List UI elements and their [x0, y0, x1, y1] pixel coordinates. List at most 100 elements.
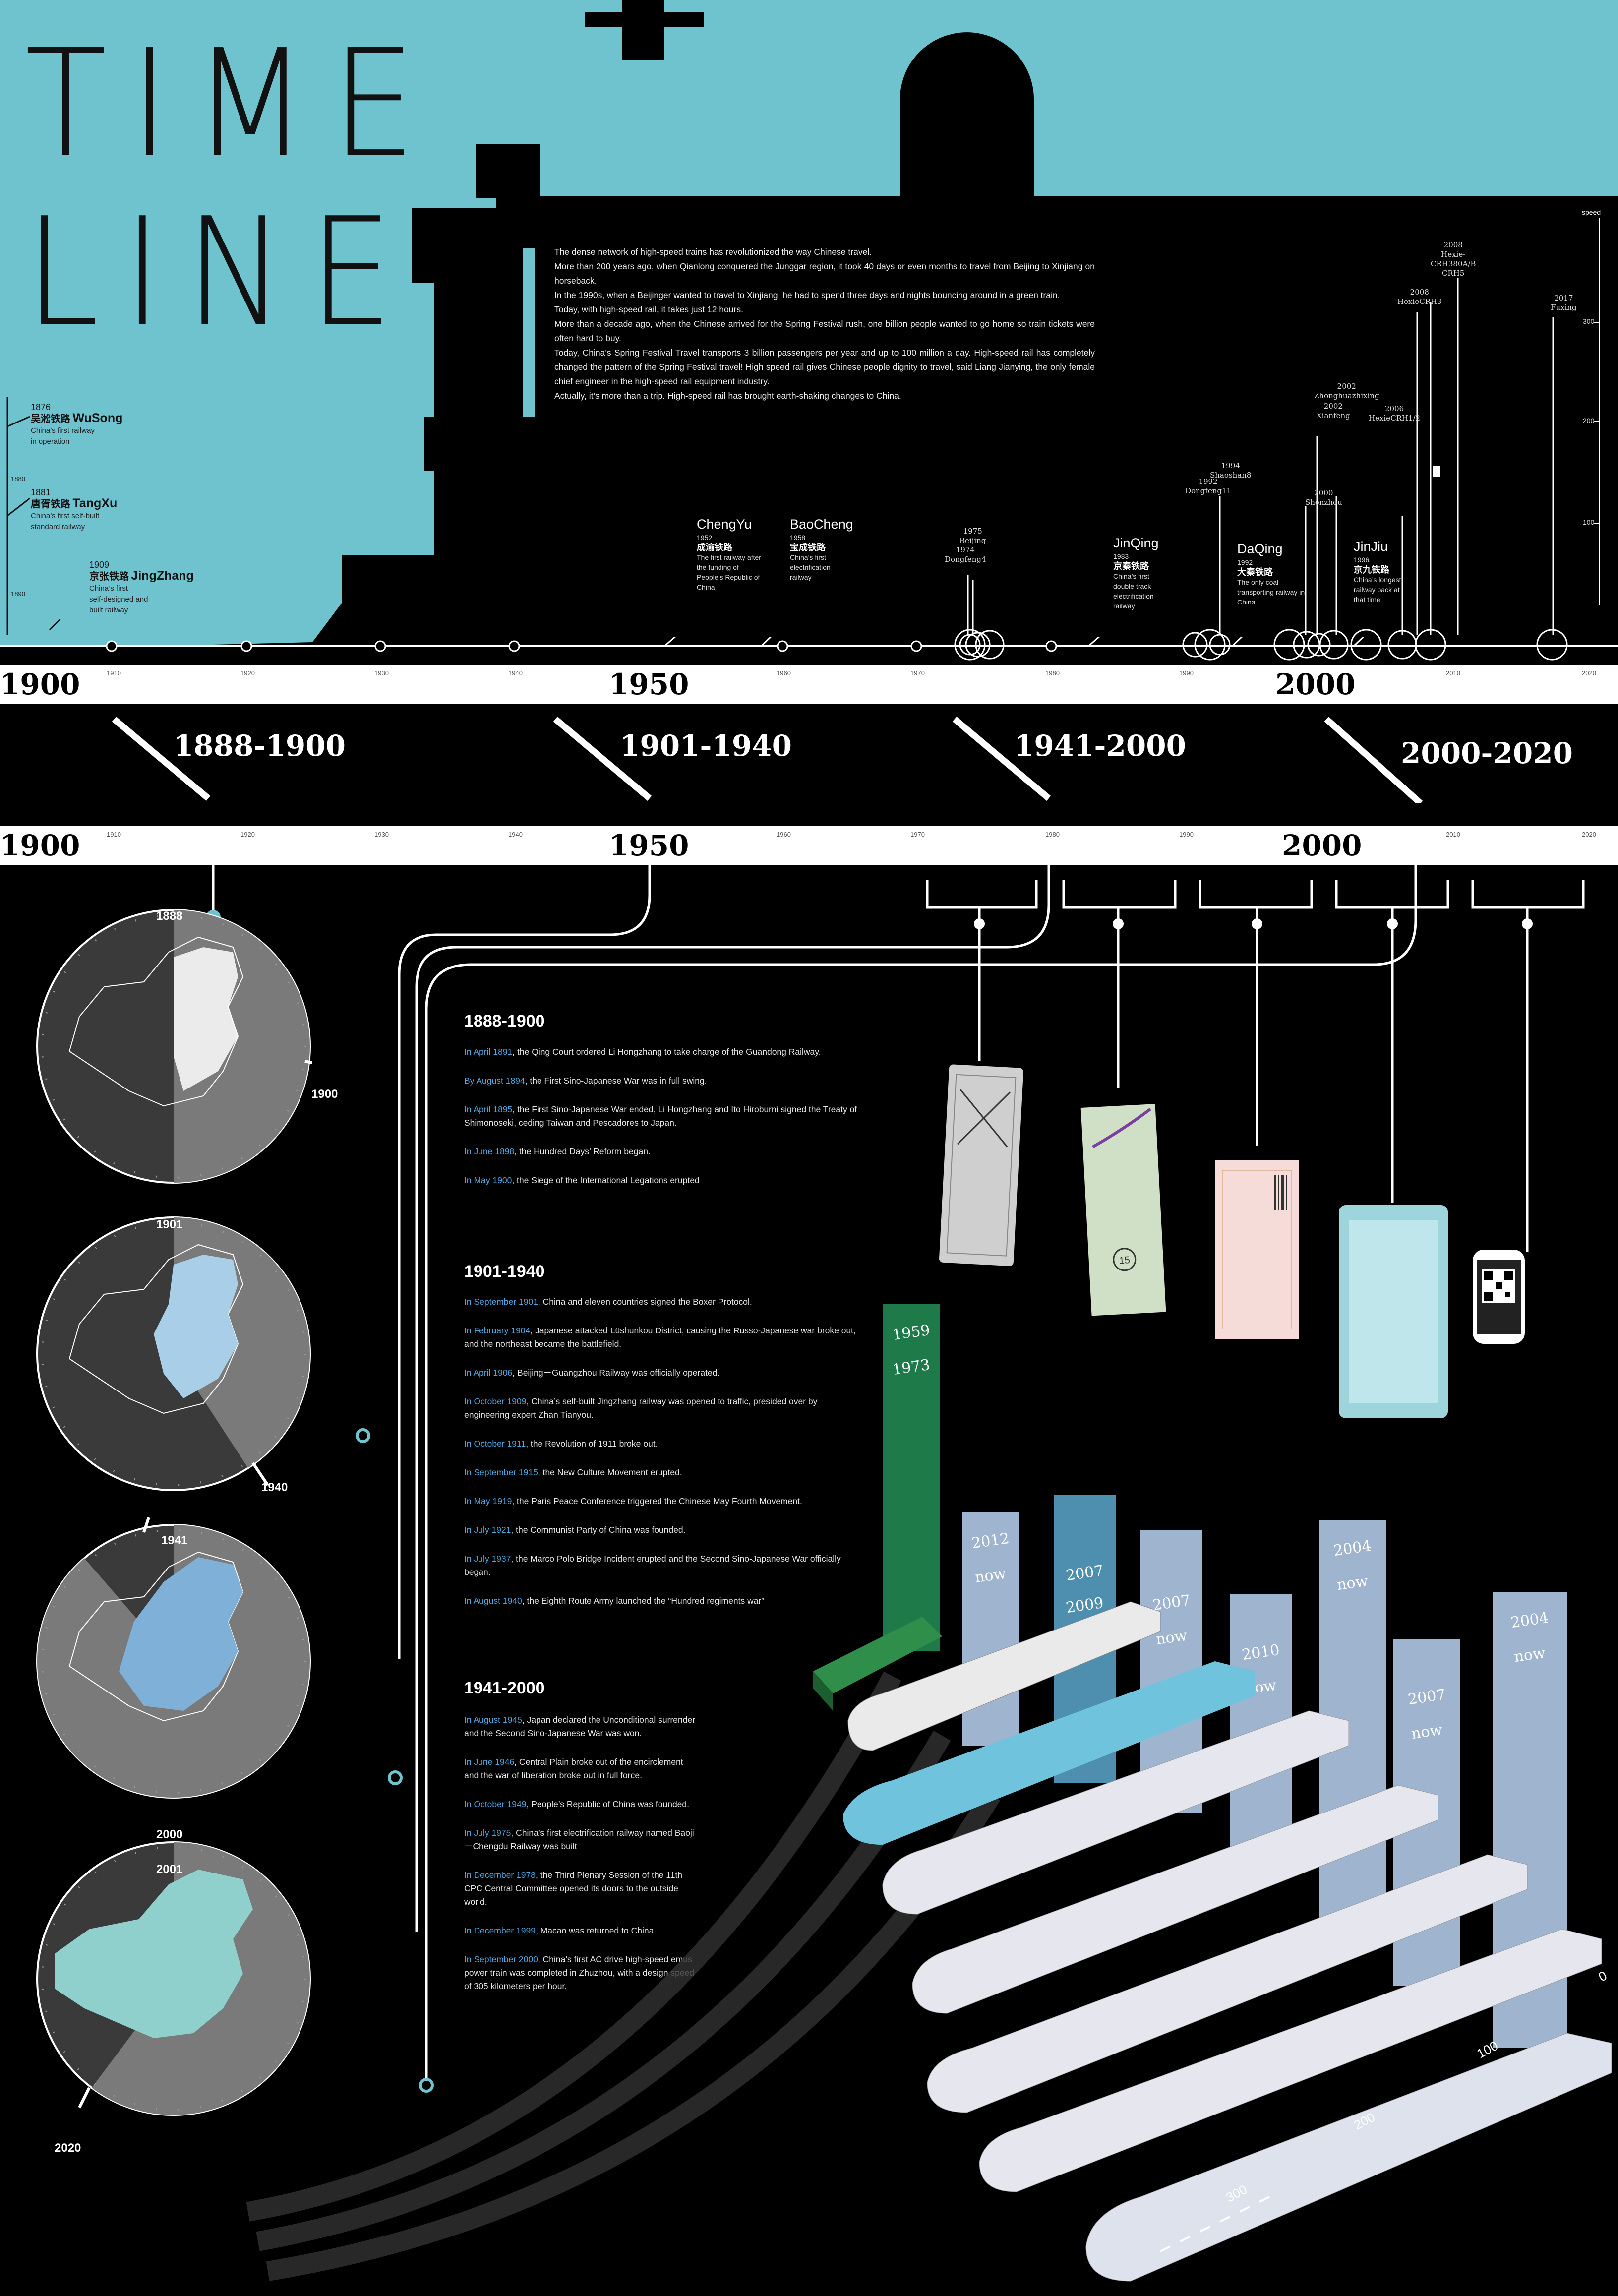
timebar-tick: 1910: [107, 831, 121, 838]
early-en: JingZhang: [131, 569, 194, 583]
timebar-tick: 1970: [910, 831, 925, 838]
milestone-desc: China’s first: [1113, 572, 1149, 580]
milestone-daqing: DaQing 1992 大秦铁路 The only coal transport…: [1237, 541, 1305, 607]
timebar-tick: 1930: [374, 831, 389, 838]
white-train-icon: [979, 1929, 1602, 2192]
clock-start-label: 1901: [156, 1218, 183, 1231]
event-date: In December 1978: [464, 1870, 536, 1880]
milestone-year: 1992: [1237, 558, 1253, 566]
train-column-1: 1959 1973: [883, 1304, 940, 1651]
steam-train-silhouette-icon: [0, 0, 1618, 655]
milestone-year: 1958: [790, 534, 806, 542]
event-text: , the Eighth Route Army launched the “Hu…: [522, 1596, 765, 1606]
event-item: In December 1999, Macao was returned to …: [464, 1924, 697, 1937]
timebar-tick: 1940: [508, 669, 523, 677]
event-item: In February 1904, Japanese attacked Lüsh…: [464, 1324, 861, 1351]
early-en: TangXu: [72, 496, 118, 510]
timebar-tick: 1940: [508, 831, 523, 838]
event-text: , China’s self-built Jingzhang railway w…: [464, 1396, 818, 1420]
event-text: , the Siege of the International Legatio…: [512, 1175, 700, 1185]
event-item: In July 1975, China’s first electrificat…: [464, 1826, 697, 1853]
event-date: In May 1900: [464, 1175, 512, 1185]
event-date: In October 1909: [464, 1396, 527, 1406]
timebar-major: 1950: [609, 667, 689, 701]
event-date: By August 1894: [464, 1076, 525, 1086]
period-clocks: [36, 909, 312, 2116]
event-date: In September 2000: [464, 1954, 538, 1964]
early-desc: China’s first railway: [31, 426, 95, 435]
milestone-year: 1996: [1354, 556, 1370, 564]
event-text: , People’s Republic of China was founded…: [526, 1799, 690, 1809]
event-item: In April 1891, the Qing Court ordered Li…: [464, 1045, 861, 1059]
event-text: , Japanese attacked Lüshunkou District, …: [464, 1326, 856, 1349]
early-year: 1876: [31, 402, 51, 412]
event-item: In September 1901, China and eleven coun…: [464, 1295, 861, 1309]
title-line-2: LINE: [25, 186, 417, 359]
milestone-desc: the funding of: [697, 563, 739, 571]
milestone-desc: double track: [1113, 582, 1151, 590]
intro-paragraph: Today, with high-speed rail, it takes ju…: [554, 304, 743, 314]
column-end-year: now: [973, 1565, 1008, 1587]
timebar-tick: 1990: [1179, 831, 1194, 838]
column-start-year: 2007: [1065, 1562, 1105, 1585]
event-date: In October 1949: [464, 1799, 527, 1809]
timebar-major: 1900: [0, 667, 80, 701]
clock-start-label: 2001: [156, 1863, 183, 1876]
intro-paragraph: The dense network of high-speed trains h…: [554, 247, 872, 257]
ticket-2001: [1339, 1205, 1448, 1418]
page-title: TIME LINE: [25, 20, 439, 357]
svg-text:15: 15: [1119, 1255, 1130, 1266]
event-text: , Japan declared the Unconditional surre…: [464, 1715, 696, 1738]
milestone-cn: 京九铁路: [1354, 565, 1389, 575]
milestone-cn: 成渝铁路: [697, 543, 732, 552]
event-item: In May 1919, the Paris Peace Conference …: [464, 1495, 861, 1508]
early-desc: standard railway: [31, 523, 85, 531]
timeline-bar-top: 1900 1950 2000 1910 1920 1930 1940 1960 …: [0, 665, 1618, 704]
early-cn: 吴淞铁路: [31, 414, 70, 424]
speed-bars: [954, 278, 1568, 661]
event-item: In June 1946, Central Plain broke out of…: [464, 1755, 697, 1782]
milestone-baocheng: BaoCheng 1958 宝成铁路 China’s first electri…: [790, 516, 853, 582]
timebar-major: 2000: [1282, 829, 1362, 862]
speed-axis: [1594, 218, 1600, 605]
early-desc: China’s first self-built: [31, 512, 100, 520]
milestone-jinjiu: JinJiu 1996 京九铁路 China’s longest railway…: [1354, 538, 1401, 604]
timebar-tick: 1980: [1045, 669, 1060, 677]
early-year: 1881: [31, 487, 51, 497]
event-text: , the Revolution of 1911 broke out.: [526, 1439, 658, 1449]
high-speed-trains: [246, 1601, 1612, 2282]
locomotive-label: 2006 HexieCRH1/2: [1369, 404, 1421, 423]
locomotive-label: 1992 Dongfeng11: [1185, 477, 1232, 495]
blue-train-icon: [843, 1661, 1255, 1845]
phone-qr-code: [1473, 1250, 1525, 1344]
timebar-tick: 2010: [1446, 669, 1460, 677]
intro-paragraph: Today, China’s Spring Festival Travel tr…: [554, 348, 1095, 386]
locomotive-label: 2000 Shenzhou: [1305, 488, 1342, 507]
ticket-1888: [939, 1064, 1023, 1266]
timebar-tick: 1960: [777, 669, 791, 677]
event-item: In July 1921, the Communist Party of Chi…: [464, 1523, 861, 1537]
speed-tick: 300: [1583, 317, 1595, 325]
period-label: 2000-2020: [1401, 736, 1573, 770]
timebar-tick: 1990: [1179, 669, 1194, 677]
timeline-bar-bottom: 1900 1950 2000 1910 1920 1930 1940 1960 …: [0, 826, 1618, 865]
white-train-icon: [912, 1785, 1438, 2014]
crh-train-icon: [847, 1601, 1161, 1751]
period-label: 1941-2000: [1014, 729, 1186, 763]
milestone-desc: railway: [1113, 602, 1135, 610]
event-date: In June 1946: [464, 1757, 515, 1767]
column-start-year: 2004: [1332, 1537, 1373, 1560]
early-cn: 京张铁路: [89, 571, 129, 582]
intro-paragraph: More than a decade ago, when the Chinese…: [554, 319, 1095, 343]
timebar-tick: 1930: [374, 669, 389, 677]
event-date: In August 1940: [464, 1596, 522, 1606]
event-text: , China’s first AC drive high-speed emus…: [464, 1954, 695, 1991]
events-list-1941: In August 1945, Japan declared the Uncon…: [464, 1713, 697, 2008]
connector-lines: [206, 865, 1585, 2093]
event-date: In September 1915: [464, 1467, 538, 1477]
event-date: In April 1906: [464, 1368, 513, 1378]
event-date: In July 1975: [464, 1828, 511, 1838]
event-date: In April 1891: [464, 1047, 513, 1057]
milestone-year: 1952: [697, 534, 713, 542]
event-item: In October 1911, the Revolution of 1911 …: [464, 1437, 861, 1450]
